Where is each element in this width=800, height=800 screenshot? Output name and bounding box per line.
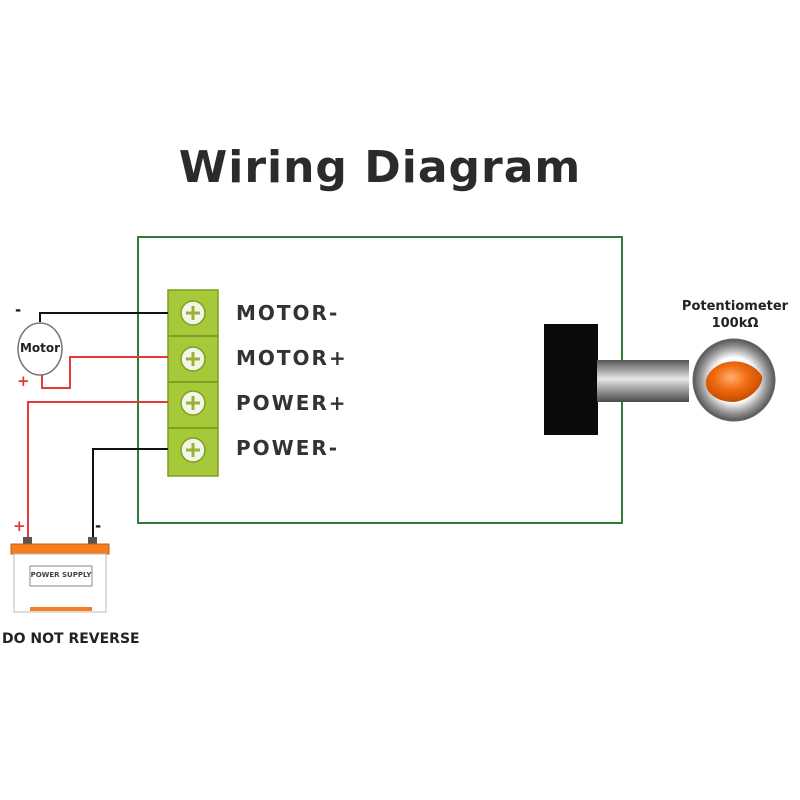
terminal-label-power-minus: POWER- [236,436,340,460]
warning-text: DO NOT REVERSE [2,631,140,647]
wire-motor-plus [41,356,168,389]
potentiometer-value: 100kΩ [711,316,759,331]
terminal-label-power-plus: POWER+ [236,391,348,415]
terminal-screw-1 [180,300,206,326]
motor-plus-sign: + [17,372,30,390]
terminal-block [167,289,219,477]
battery-icon [10,537,110,613]
motor-label: Motor [19,341,61,355]
terminal-label-motor-plus: MOTOR+ [236,346,348,370]
battery-minus-sign: - [95,517,102,535]
potentiometer-assembly [544,324,776,435]
wire-motor-minus [39,312,168,322]
potentiometer-knob-icon [705,361,763,402]
motor-minus-sign: - [15,301,22,319]
terminal-screw-2 [180,346,206,372]
page-title: Wiring Diagram [178,142,582,193]
terminal-screw-3 [180,390,206,416]
potentiometer-body [544,324,598,435]
terminal-screw-4 [180,437,206,463]
motor-icon [17,322,63,376]
battery-plus-sign: + [13,517,26,535]
wire-power-plus [27,401,168,540]
potentiometer-shaft [597,360,689,402]
power-supply-label: POWER SUPPLY [30,571,92,579]
terminal-label-motor-minus: MOTOR- [236,301,340,325]
potentiometer-name: Potentiometer [681,299,789,314]
wire-power-minus [92,448,168,540]
